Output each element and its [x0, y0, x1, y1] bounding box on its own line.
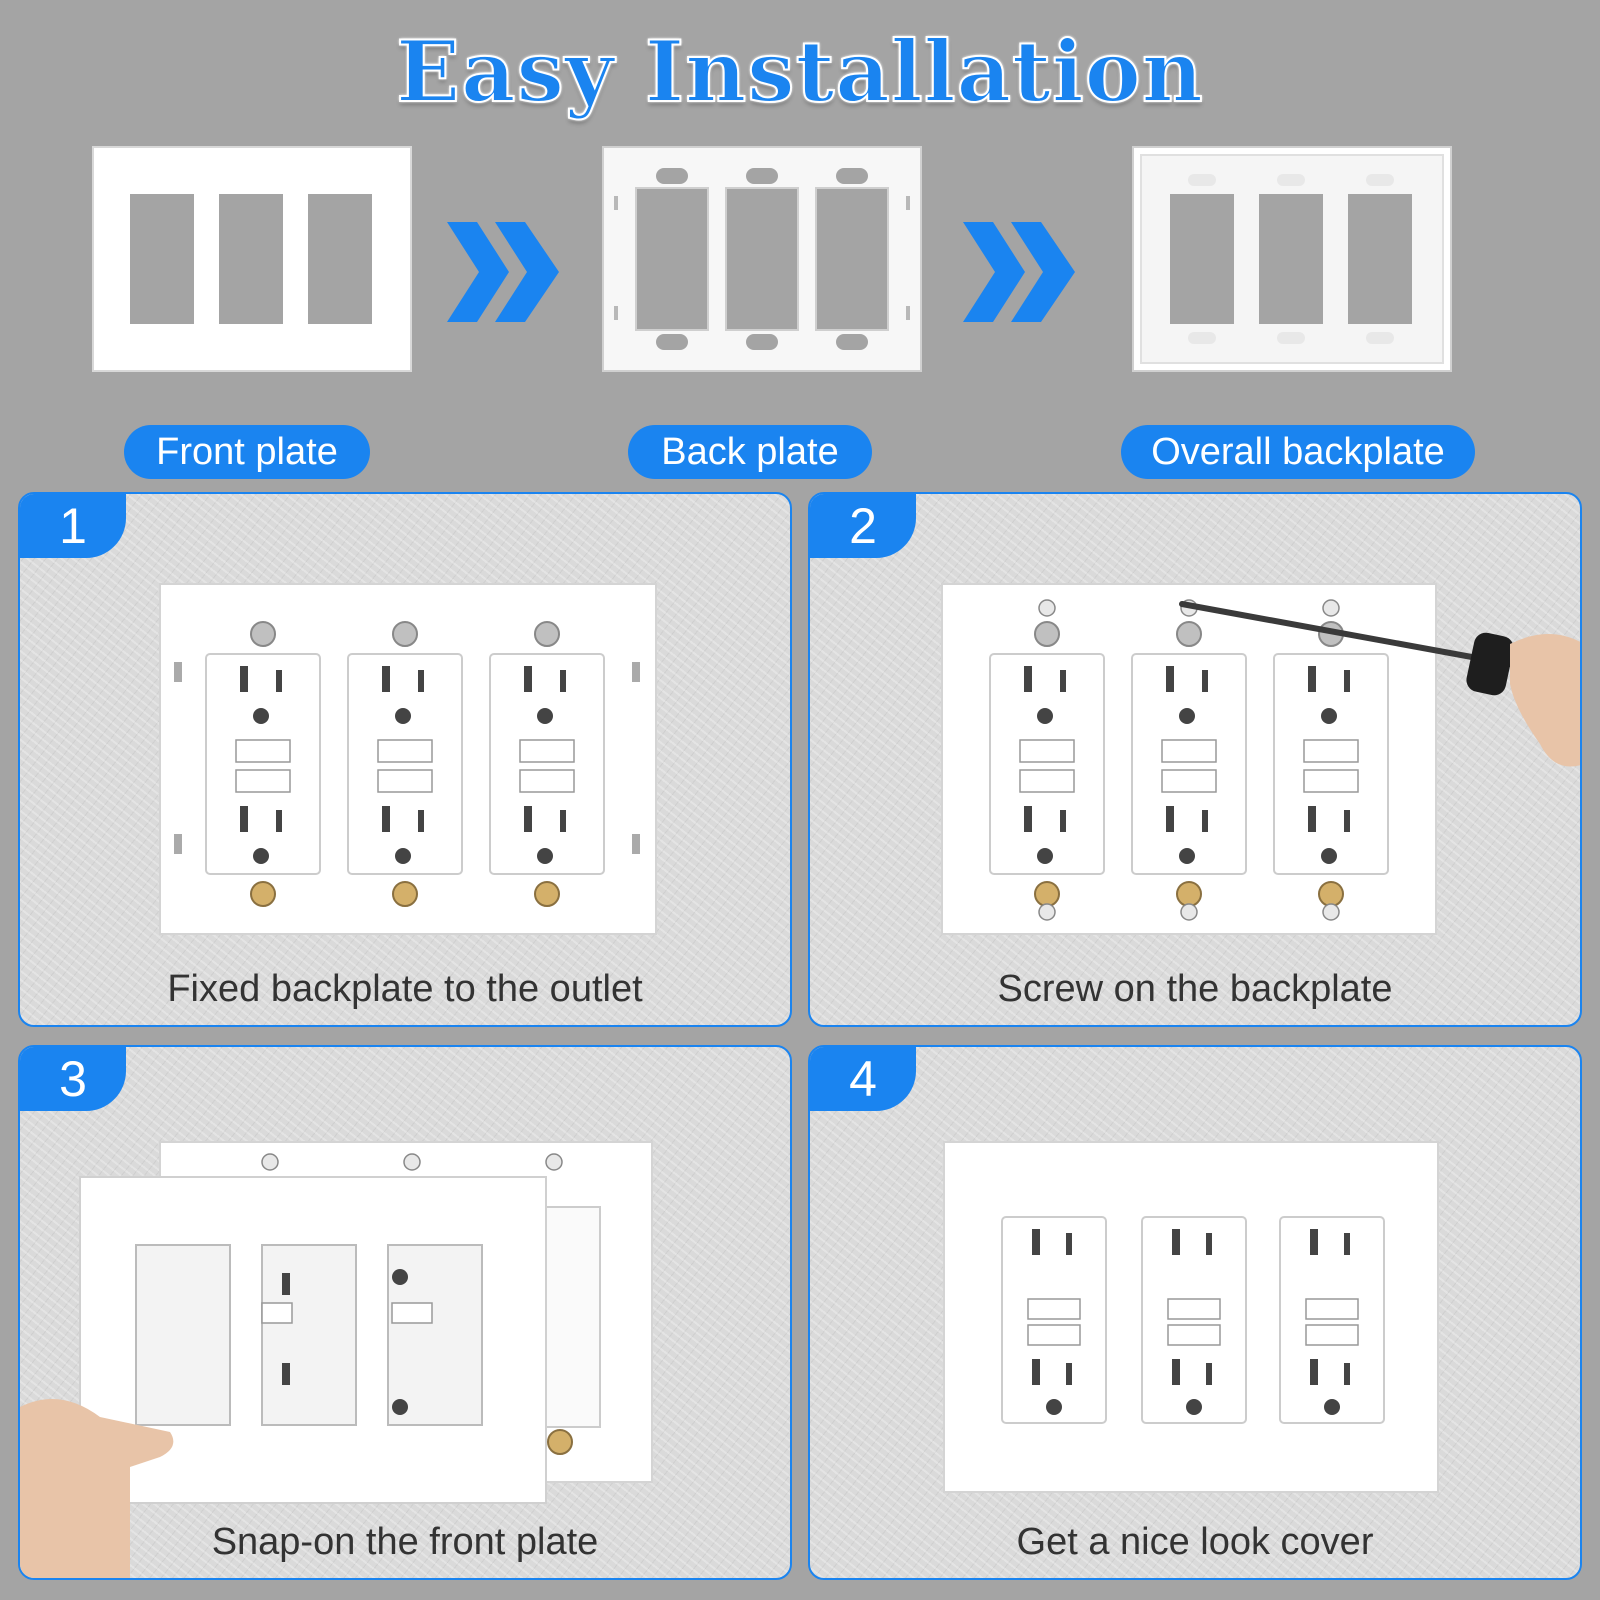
back-plate-image — [602, 146, 922, 372]
page-title: Easy Installation — [395, 21, 1204, 122]
step-number-badge: 4 — [810, 1047, 916, 1111]
step-2-panel: 2 Screw on the backplate — [808, 492, 1582, 1027]
step-number-badge: 3 — [20, 1047, 126, 1111]
step-caption: Fixed backplate to the outlet — [167, 968, 643, 1010]
back-plate-label: Back plate — [628, 425, 872, 479]
chevron-right-icon — [447, 222, 559, 322]
front-plate-image — [92, 146, 412, 372]
step-caption: Snap-on the front plate — [211, 1521, 599, 1563]
step-4-illustration — [810, 1047, 1580, 1578]
step-1-panel: 1 Fixed backplate to the outlet — [18, 492, 792, 1027]
overall-backplate-image — [1132, 146, 1452, 372]
step-3-panel: 3 Snap-on the front plate — [18, 1045, 792, 1580]
step-1-illustration — [20, 494, 790, 1025]
step-number-badge: 1 — [20, 494, 126, 558]
step-2-illustration — [810, 494, 1580, 1025]
step-number-badge: 2 — [810, 494, 916, 558]
chevron-right-icon — [963, 222, 1075, 322]
step-caption: Get a nice look cover — [1016, 1521, 1374, 1563]
front-plate-label: Front plate — [124, 425, 370, 479]
step-4-panel: 4 Get a nice look cover — [808, 1045, 1582, 1580]
overall-backplate-label: Overall backplate — [1121, 425, 1475, 479]
step-caption: Screw on the backplate — [997, 968, 1393, 1010]
step-3-illustration — [20, 1047, 790, 1578]
